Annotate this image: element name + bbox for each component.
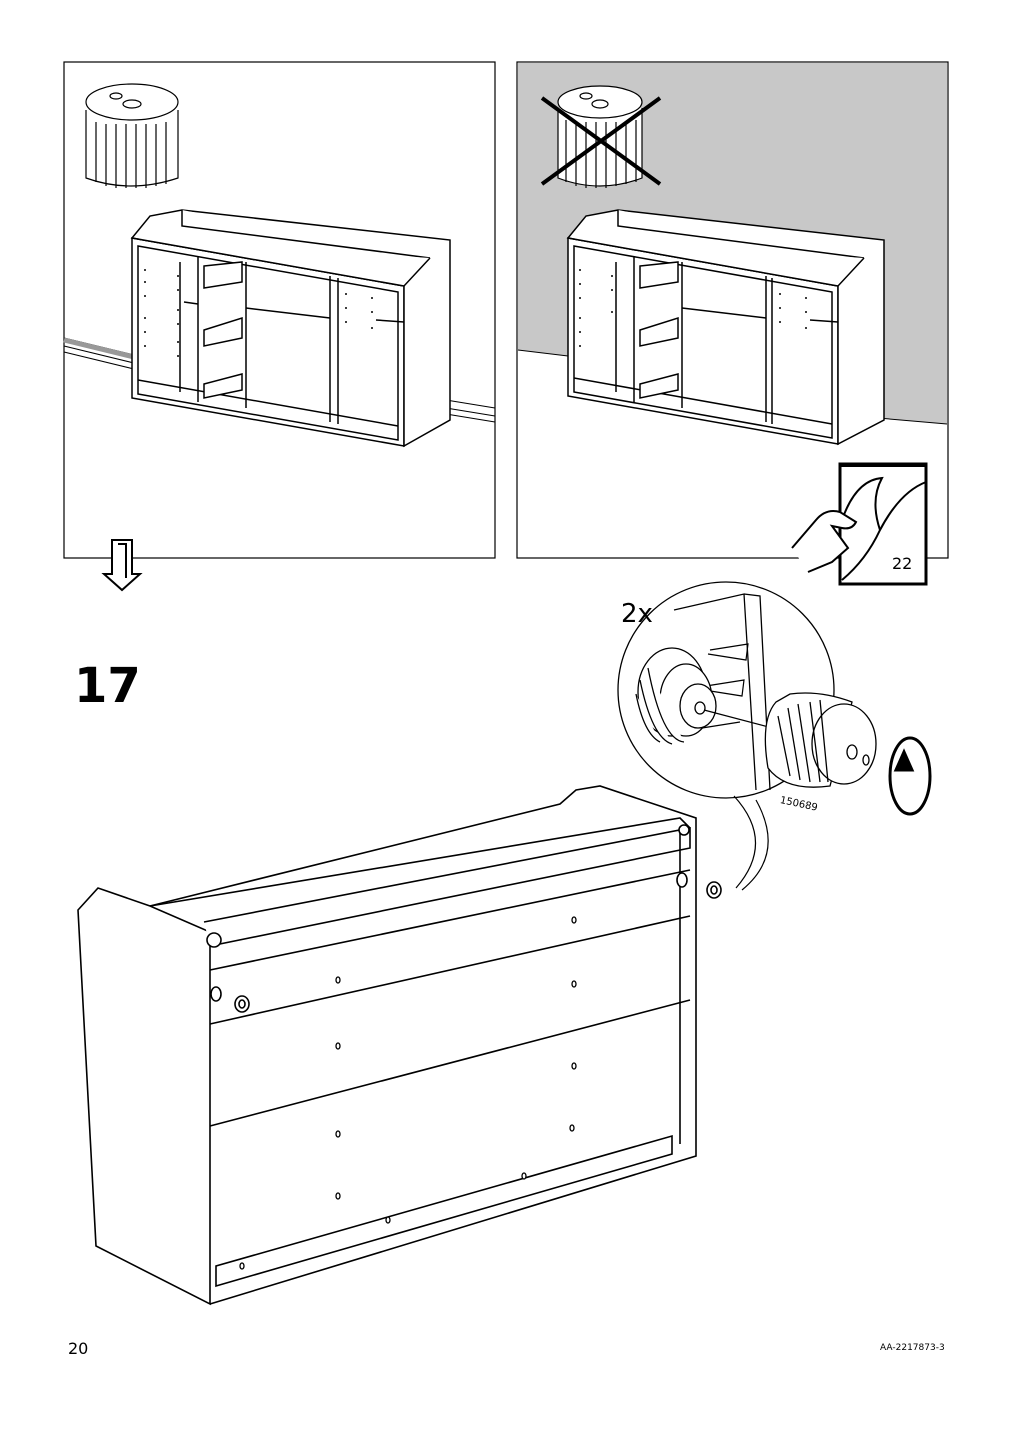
panel-incorrect: [516, 61, 949, 586]
glide-with-knob-right: [676, 872, 722, 899]
turn-page-icon: [791, 462, 928, 586]
page-number: 20: [68, 1339, 89, 1358]
cross-out-icon: [540, 85, 662, 188]
panel-correct: [63, 61, 496, 559]
rotate-arrow-icon: [888, 736, 932, 816]
step-number: 17: [74, 658, 141, 714]
wall-baseboard: [63, 337, 496, 423]
document-code: AA-2217873-3: [880, 1343, 945, 1353]
down-arrow-icon: [101, 539, 143, 592]
cabinet-front-view-against-wall: [566, 209, 885, 446]
page-reference-number: 22: [892, 554, 913, 573]
detail-callout: [617, 581, 877, 891]
glide-part: [635, 647, 717, 745]
knob-part: [764, 692, 877, 788]
glide-with-knob-left: [210, 986, 250, 1013]
quantity-label: 2x: [621, 599, 653, 629]
cabinet-front-view: [130, 209, 451, 448]
bumper-icon: [85, 83, 179, 188]
cabinet-back-view: [77, 785, 722, 1306]
